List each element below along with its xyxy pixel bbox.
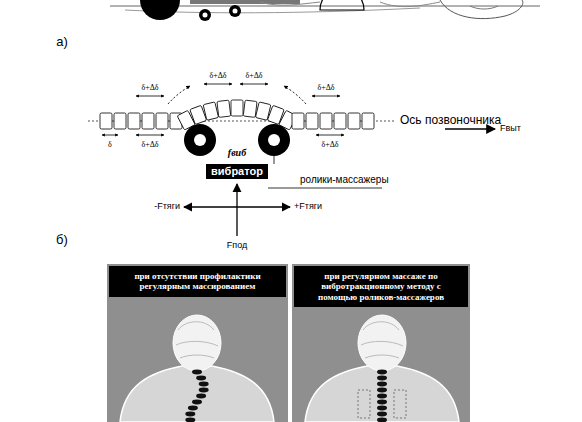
vertebra bbox=[142, 113, 154, 129]
vertebra bbox=[192, 400, 202, 405]
vertebra bbox=[377, 382, 387, 387]
vertebra bbox=[185, 418, 195, 422]
vertebra bbox=[114, 113, 126, 129]
vertebra bbox=[377, 400, 387, 405]
leader-line bbox=[274, 156, 275, 164]
back-illustration bbox=[107, 264, 470, 422]
label: δ+Δδ bbox=[209, 72, 226, 81]
label: δ+Δδ bbox=[245, 72, 262, 81]
dimension-lines bbox=[102, 84, 344, 135]
panel-header: при отсутствии профилактики регулярным м… bbox=[109, 266, 286, 297]
vertebra bbox=[377, 370, 387, 375]
label: Fвыт bbox=[500, 124, 521, 134]
vertebra bbox=[188, 406, 198, 411]
vertebra bbox=[196, 376, 206, 381]
force-arrow bbox=[445, 128, 495, 129]
vertebra bbox=[377, 388, 387, 393]
vertebra bbox=[320, 113, 332, 129]
label: δ+Δδ bbox=[141, 84, 158, 93]
vertebra bbox=[217, 100, 231, 117]
vertebra bbox=[199, 388, 209, 393]
vertebra bbox=[156, 113, 168, 129]
vertebra bbox=[362, 113, 374, 129]
label: δ+Δδ bbox=[317, 84, 334, 93]
label: fвиб bbox=[228, 147, 246, 158]
vibrator-box: вибратор bbox=[206, 164, 268, 179]
vertebra bbox=[377, 412, 387, 417]
bend-arrow bbox=[284, 86, 306, 104]
node-text: при регулярном массаже по вибротракционн… bbox=[302, 271, 460, 302]
vertebra bbox=[377, 376, 387, 381]
label: Fпод bbox=[227, 241, 247, 251]
vertebra bbox=[128, 113, 140, 129]
label: δ+Δδ bbox=[141, 141, 158, 150]
vertebra bbox=[377, 406, 387, 411]
vertebra bbox=[306, 113, 318, 129]
massage-figure bbox=[110, 0, 540, 21]
panel-header: при регулярном массаже по вибротракционн… bbox=[294, 266, 468, 307]
label: +Fтяги bbox=[294, 202, 322, 212]
label: ролики-массажеры bbox=[300, 174, 389, 185]
vertebra bbox=[100, 113, 112, 129]
node-text: вибратор bbox=[210, 165, 264, 178]
vertebra bbox=[243, 100, 257, 117]
vertebra bbox=[203, 102, 218, 120]
label: -Fтяги bbox=[154, 202, 180, 212]
node-text: при отсутствии профилактики регулярным м… bbox=[117, 271, 278, 292]
vertebra bbox=[377, 394, 387, 399]
label: Ось позвоночника bbox=[400, 114, 501, 127]
bend-arrow bbox=[168, 86, 190, 104]
leader-line bbox=[268, 188, 382, 189]
label: а) bbox=[56, 35, 68, 49]
vertebra bbox=[231, 100, 243, 116]
vertebra bbox=[348, 113, 360, 129]
label: δ+Δδ bbox=[321, 141, 338, 150]
vertebra bbox=[199, 382, 209, 387]
vertebra bbox=[185, 412, 195, 417]
vertebra bbox=[377, 418, 387, 422]
vertebra-row bbox=[100, 100, 374, 130]
lift-arrow bbox=[236, 184, 237, 236]
vertebra bbox=[292, 113, 304, 129]
vertebra bbox=[334, 113, 346, 129]
vertebra bbox=[192, 370, 202, 375]
label: δ bbox=[108, 141, 112, 150]
label: б) bbox=[56, 233, 68, 247]
vertebra bbox=[196, 394, 206, 399]
